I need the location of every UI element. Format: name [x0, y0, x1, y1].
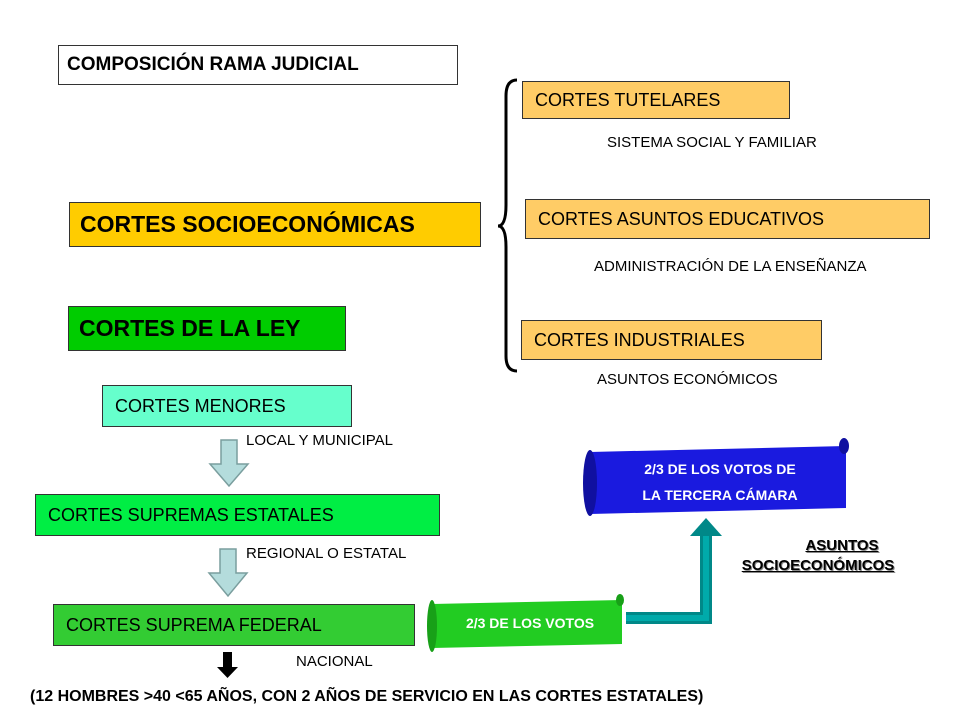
tutelary-courts-box: CORTES TUTELARES: [522, 81, 790, 119]
federal-supreme-court-box: CORTES SUPREMA FEDERAL: [53, 604, 415, 646]
down-arrow-1: [208, 439, 250, 488]
state-courts-scope-label: REGIONAL O ESTATAL: [246, 545, 407, 562]
federal-votes-label: 2/3 DE LOS VOTOS: [465, 615, 595, 631]
third-chamber-votes-line1: 2/3 DE LOS VOTOS DE: [644, 461, 796, 477]
lower-courts-scope-label: LOCAL Y MUNICIPAL: [246, 432, 393, 449]
diagram-title: COMPOSICIÓN RAMA JUDICIAL: [58, 45, 458, 85]
third-chamber-votes-line2: LA TERCERA CÁMARA: [642, 487, 798, 503]
educational-scope-label: ADMINISTRACIÓN DE LA ENSEÑANZA: [594, 258, 867, 275]
law-courts-box: CORTES DE LA LEY: [68, 306, 346, 351]
black-down-arrow: [217, 652, 238, 678]
socioeconomic-courts-box: CORTES SOCIOECONÓMICAS: [69, 202, 481, 247]
down-arrow-2: [207, 548, 249, 598]
industrial-courts-box: CORTES INDUSTRIALES: [521, 320, 822, 360]
curly-brace: [497, 78, 518, 373]
educational-courts-box: CORTES ASUNTOS EDUCATIVOS: [525, 199, 930, 239]
teal-bent-arrow: [626, 532, 712, 624]
industrial-scope-label: ASUNTOS ECONÓMICOS: [597, 371, 778, 388]
lower-courts-box: CORTES MENORES: [102, 385, 352, 427]
socio-matters-line2: SOCIOECONÓMICOS: [741, 557, 895, 574]
state-supreme-courts-box: CORTES SUPREMAS ESTATALES: [35, 494, 440, 536]
footnote: (12 HOMBRES >40 <65 AÑOS, CON 2 AÑOS DE …: [30, 688, 704, 705]
federal-scope-label: NACIONAL: [296, 653, 373, 670]
blue-vote-scroll: [583, 438, 849, 516]
tutelary-scope-label: SISTEMA SOCIAL Y FAMILIAR: [607, 134, 817, 151]
socio-matters-line1: ASUNTOS: [805, 537, 879, 554]
